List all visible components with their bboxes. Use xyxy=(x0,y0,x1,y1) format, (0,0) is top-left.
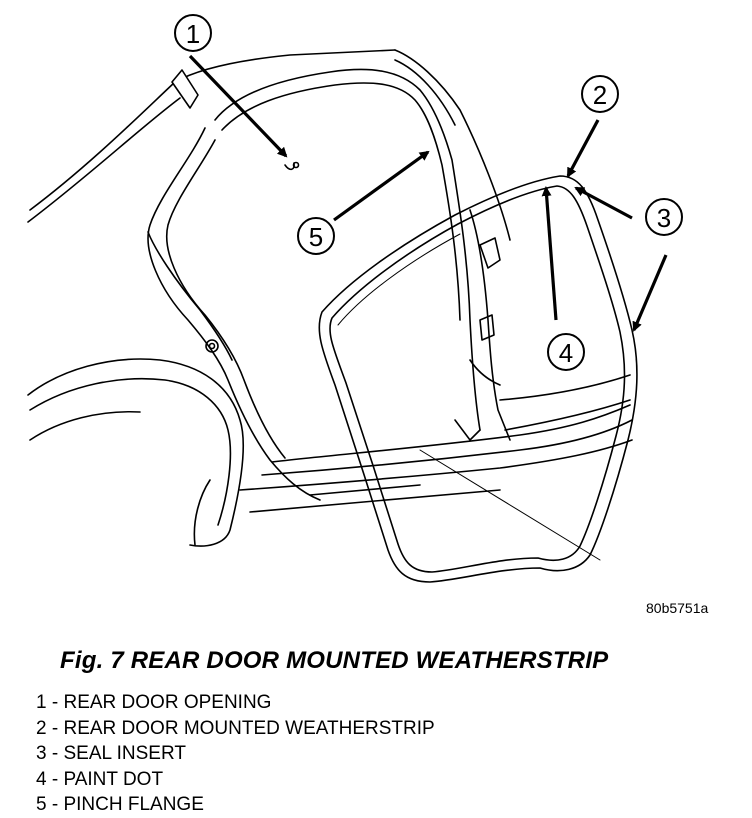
callout-number-5: 5 xyxy=(309,222,323,252)
legend-label: SEAL INSERT xyxy=(63,743,186,764)
callout-arrow-2 xyxy=(566,119,600,178)
legend-number: 4 xyxy=(36,768,47,790)
callout-circle-4 xyxy=(547,333,585,371)
callout-number-3: 3 xyxy=(657,203,671,233)
rear-quarter xyxy=(27,358,245,547)
callout-arrow-5 xyxy=(333,150,430,222)
legend-number: 2 xyxy=(36,717,47,739)
legend-label: REAR DOOR MOUNTED WEATHERSTRIP xyxy=(63,717,435,739)
legend-number: 5 xyxy=(36,794,47,815)
b-pillar xyxy=(469,209,511,441)
callout-number-1: 1 xyxy=(186,19,200,49)
legend-list: 1 - REAR DOOR OPENING 2 - REAR DOOR MOUN… xyxy=(36,690,435,818)
roof-line xyxy=(29,49,396,211)
callout-arrow-3b xyxy=(632,254,668,332)
figure-code: 80b5751a xyxy=(646,600,709,616)
legend-label: REAR DOOR OPENING xyxy=(63,692,272,713)
legend-number: 1 xyxy=(36,692,47,713)
roof-fin xyxy=(171,69,199,109)
rocker-sill xyxy=(271,404,631,463)
legend-item: 5 - PINCH FLANGE xyxy=(36,792,435,818)
callout-arrow-4 xyxy=(541,186,558,321)
callout-arrow-1 xyxy=(188,54,288,158)
callout-number-4: 4 xyxy=(559,338,573,368)
callout-number-2: 2 xyxy=(593,80,607,110)
legend-item: 3 - SEAL INSERT xyxy=(36,741,435,767)
legend-label: PINCH FLANGE xyxy=(63,794,204,815)
legend-separator: - xyxy=(46,717,64,739)
callout-circle-1 xyxy=(174,14,212,52)
figure-caption: Fig. 7 REAR DOOR MOUNTED WEATHERSTRIP xyxy=(60,647,609,674)
weatherstrip-illustration: 1 2 3 4 5 xyxy=(27,14,683,583)
callout-circle-3 xyxy=(645,198,683,236)
legend-separator: - xyxy=(46,692,64,713)
door-opening-frame xyxy=(214,68,481,431)
legend-item: 4 - PAINT DOT xyxy=(36,767,435,793)
pinch-flange xyxy=(147,231,233,361)
legend-separator: - xyxy=(46,794,64,815)
callout-arrow-3a xyxy=(574,186,633,220)
rear-glass-edge xyxy=(27,97,181,223)
weatherstrip-loop-outer xyxy=(318,175,638,583)
legend-separator: - xyxy=(46,743,64,764)
legend-item: 1 - REAR DOOR OPENING xyxy=(36,690,435,716)
legend-separator: - xyxy=(46,768,64,790)
legend-item: 2 - REAR DOOR MOUNTED WEATHERSTRIP xyxy=(36,716,435,742)
callout-circle-2 xyxy=(581,75,619,113)
legend-number: 3 xyxy=(36,743,47,764)
legend-label: PAINT DOT xyxy=(63,768,164,790)
callout-circle-5 xyxy=(297,217,335,255)
weatherstrip-loop-inner xyxy=(329,185,626,573)
